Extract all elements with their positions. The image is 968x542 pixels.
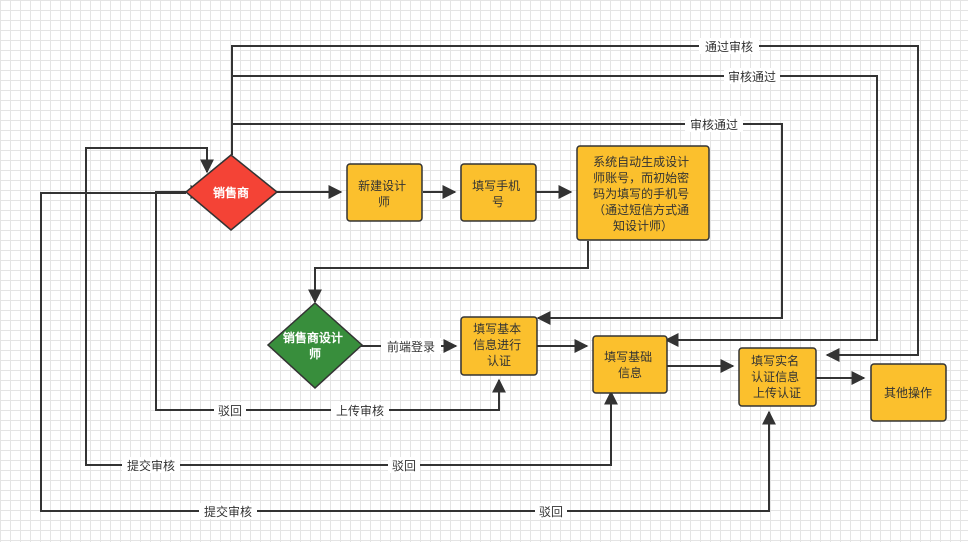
node-fill-realname-line-1: 填写实名 [751, 353, 799, 368]
node-auto-generate-line-3: 码为填写的手机号 [593, 186, 689, 201]
svg-text:新建设计 师: 新建设计 师 [358, 178, 410, 209]
node-dealer[interactable]: 销售商 [184, 154, 279, 231]
edge-label-approved-low: 审核通过 [690, 117, 738, 132]
node-fill-basic-cert[interactable]: 填写基本 信息进行 认证 [460, 316, 538, 376]
node-fill-realname[interactable]: 填写实名 认证信息 上传认证 [738, 347, 817, 407]
node-fill-phone-line-1: 填写手机 [472, 179, 520, 193]
node-fill-basic-info-line-1: 填写基础 [604, 350, 652, 364]
node-dealer-designer[interactable]: 销售商设计 师 [266, 301, 364, 390]
node-other-ops[interactable]: 其他操作 [870, 363, 947, 422]
edge-approved-top [231, 45, 919, 362]
node-new-designer-line-1: 新建设计 [358, 178, 406, 193]
node-fill-basic-cert-line-1: 填写基本 [473, 322, 521, 336]
svg-text:填写基本 信息进行 认证: 填写基本 信息进行 认证 [473, 322, 525, 368]
edge-label-reject-2: 驳回 [392, 459, 416, 473]
edge-approved-low [232, 123, 783, 325]
node-other-ops-label: 其他操作 [884, 385, 932, 400]
node-dealer-designer-line-2: 师 [309, 346, 321, 361]
node-auto-generate-line-4: （通过短信方式通 [593, 202, 689, 217]
svg-text:填写手机 号: 填写手机 号 [472, 179, 524, 209]
edge-label-reject-3: 驳回 [539, 505, 563, 519]
node-auto-generate[interactable]: 系统自动生成设计 师账号，而初始密 码为填写的手机号 （通过短信方式通 知设计师… [576, 145, 710, 241]
edge-label-reject-1: 驳回 [218, 404, 242, 418]
svg-text:系统自动生成设计 师账号，而初始密: 系统自动生成设计 师账号，而初始密 码为填写的手机号 （通过短信方式通 知设计师… [593, 155, 693, 233]
node-fill-basic-info-line-2: 信息 [618, 365, 642, 380]
svg-text:填写实名 认证信息 上传认证: 填写实名 认证信息 上传认证 [751, 353, 803, 400]
node-fill-phone[interactable]: 填写手机 号 [460, 163, 537, 222]
edge-label-approved-top: 通过审核 [705, 39, 753, 54]
edge-approved-mid [232, 75, 878, 347]
node-fill-realname-line-2: 认证信息 [751, 369, 799, 384]
node-fill-basic-cert-line-2: 信息进行 [473, 337, 521, 352]
node-fill-realname-line-3: 上传认证 [753, 385, 801, 400]
edge-auto-to-designer [308, 241, 589, 304]
node-new-designer[interactable]: 新建设计 师 [346, 163, 423, 222]
node-auto-generate-line-1: 系统自动生成设计 [593, 155, 689, 169]
node-auto-generate-line-5: 知设计师） [613, 219, 673, 233]
svg-text:填写基础 信息: 填写基础 信息 [604, 350, 656, 380]
edge-submit-2-reject-3 [40, 192, 776, 512]
edge-label-frontend-login: 前端登录 [387, 339, 435, 354]
edge-label-submit-review-1: 提交审核 [127, 458, 175, 473]
edge-label-approved-mid: 审核通过 [728, 69, 776, 84]
node-new-designer-line-2: 师 [378, 195, 390, 209]
svg-text:销售商设计 师: 销售商设计 师 [283, 330, 347, 361]
node-dealer-label: 销售商 [213, 185, 249, 200]
node-auto-generate-line-2: 师账号，而初始密 [593, 170, 689, 185]
node-fill-phone-line-2: 号 [492, 195, 504, 209]
edge-submit-1-reject-2 [85, 147, 618, 466]
edge-label-upload-review: 上传审核 [336, 403, 384, 418]
node-fill-basic-cert-line-3: 认证 [487, 354, 511, 368]
node-fill-basic-info[interactable]: 填写基础 信息 [592, 335, 668, 394]
edge-label-submit-review-2: 提交审核 [204, 504, 252, 519]
node-dealer-designer-line-1: 销售商设计 [283, 330, 343, 345]
